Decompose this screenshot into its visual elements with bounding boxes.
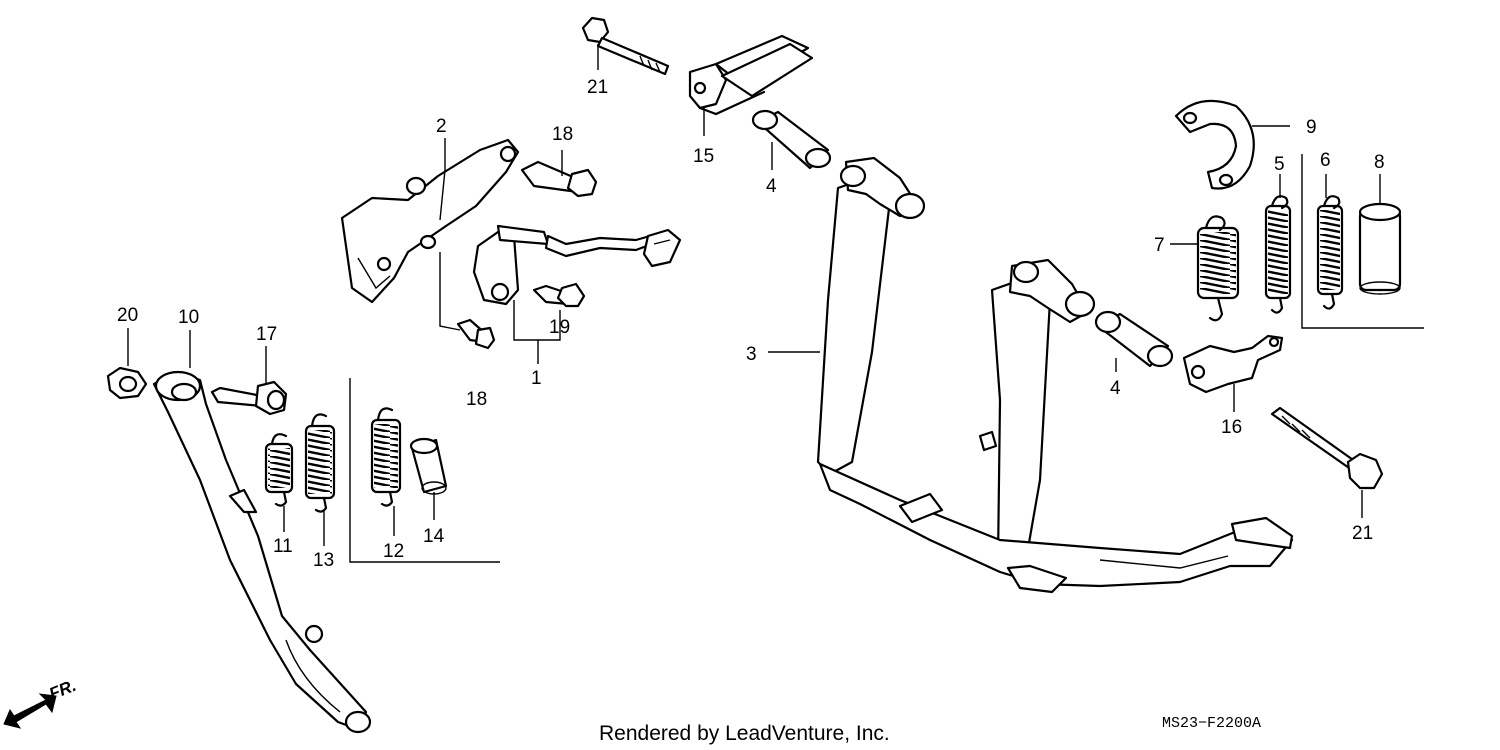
spring-13 bbox=[304, 413, 336, 513]
callout-labels: 1 2 3 4 4 5 6 7 8 9 10 11 12 13 14 15 16… bbox=[117, 77, 1385, 571]
bolt-19 bbox=[532, 282, 586, 308]
callout-16: 16 bbox=[1221, 417, 1242, 438]
spring-7 bbox=[1196, 215, 1240, 322]
callout-2: 2 bbox=[436, 116, 447, 137]
nut-20 bbox=[106, 366, 148, 400]
callout-19: 19 bbox=[549, 317, 570, 338]
spring-12 bbox=[370, 407, 402, 507]
bracket-2 bbox=[340, 138, 520, 304]
callout-20: 20 bbox=[117, 305, 138, 326]
bolt-21-right bbox=[1270, 406, 1384, 490]
callout-13: 13 bbox=[313, 550, 334, 571]
callout-15: 15 bbox=[693, 146, 714, 167]
spring-11 bbox=[264, 433, 294, 507]
front-direction-indicator: FR. bbox=[3, 676, 79, 729]
bracket-16 bbox=[1182, 334, 1284, 394]
callout-11: 11 bbox=[273, 536, 293, 557]
arrow-down-left-icon bbox=[3, 693, 57, 729]
callout-6: 6 bbox=[1320, 150, 1331, 171]
diagram-code: MS23−F2200A bbox=[1162, 715, 1261, 732]
callout-4-lower: 4 bbox=[1110, 378, 1121, 399]
collar-4-lower bbox=[1094, 310, 1174, 368]
callout-5: 5 bbox=[1274, 154, 1285, 175]
front-label: FR. bbox=[46, 676, 79, 704]
bolt-18-lower bbox=[456, 318, 496, 350]
main-stand-3 bbox=[816, 156, 1294, 594]
callout-18-upper: 18 bbox=[552, 124, 573, 145]
group-bracket-lines bbox=[349, 154, 1424, 563]
callout-9: 9 bbox=[1306, 117, 1317, 138]
callout-10: 10 bbox=[178, 307, 199, 328]
spring-5 bbox=[1264, 195, 1292, 314]
callout-18-lower: 18 bbox=[466, 389, 487, 410]
callout-7: 7 bbox=[1154, 235, 1165, 256]
leader-lines bbox=[127, 44, 1381, 546]
side-stand-switch-1 bbox=[472, 224, 682, 306]
callout-4-upper: 4 bbox=[766, 176, 777, 197]
callout-21-upper: 21 bbox=[587, 77, 608, 98]
collar-8 bbox=[1358, 202, 1402, 295]
collar-4-upper bbox=[751, 109, 832, 170]
credit-text: Rendered by LeadVenture, Inc. bbox=[599, 722, 890, 745]
callout-14: 14 bbox=[423, 526, 445, 547]
callout-17: 17 bbox=[256, 324, 277, 345]
callout-1: 1 bbox=[531, 368, 542, 389]
spring-6 bbox=[1316, 195, 1344, 310]
stopper-9 bbox=[1174, 99, 1255, 190]
bolt-18-upper bbox=[520, 160, 598, 198]
collar-14 bbox=[409, 437, 448, 495]
callout-8: 8 bbox=[1374, 152, 1385, 173]
bolt-21-top bbox=[581, 16, 670, 76]
callout-12: 12 bbox=[383, 541, 404, 562]
callout-21-lower: 21 bbox=[1352, 523, 1373, 544]
pivot-bolt-17 bbox=[210, 380, 288, 416]
clip-bracket-15 bbox=[688, 34, 814, 116]
side-stand-10 bbox=[152, 370, 372, 734]
callout-3: 3 bbox=[746, 344, 757, 365]
